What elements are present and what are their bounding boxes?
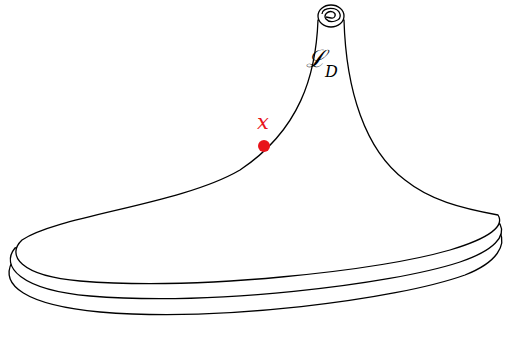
- point-marker: [258, 140, 270, 152]
- spiral-curl: [322, 8, 340, 21]
- funnel-opening: [318, 5, 344, 27]
- leaf-symbol: ℒ: [306, 47, 326, 71]
- point-label: x: [257, 112, 269, 133]
- spiral-curl: [326, 17, 331, 18]
- funnel-leaf: [16, 20, 500, 284]
- leaf-subscript: D: [325, 64, 338, 80]
